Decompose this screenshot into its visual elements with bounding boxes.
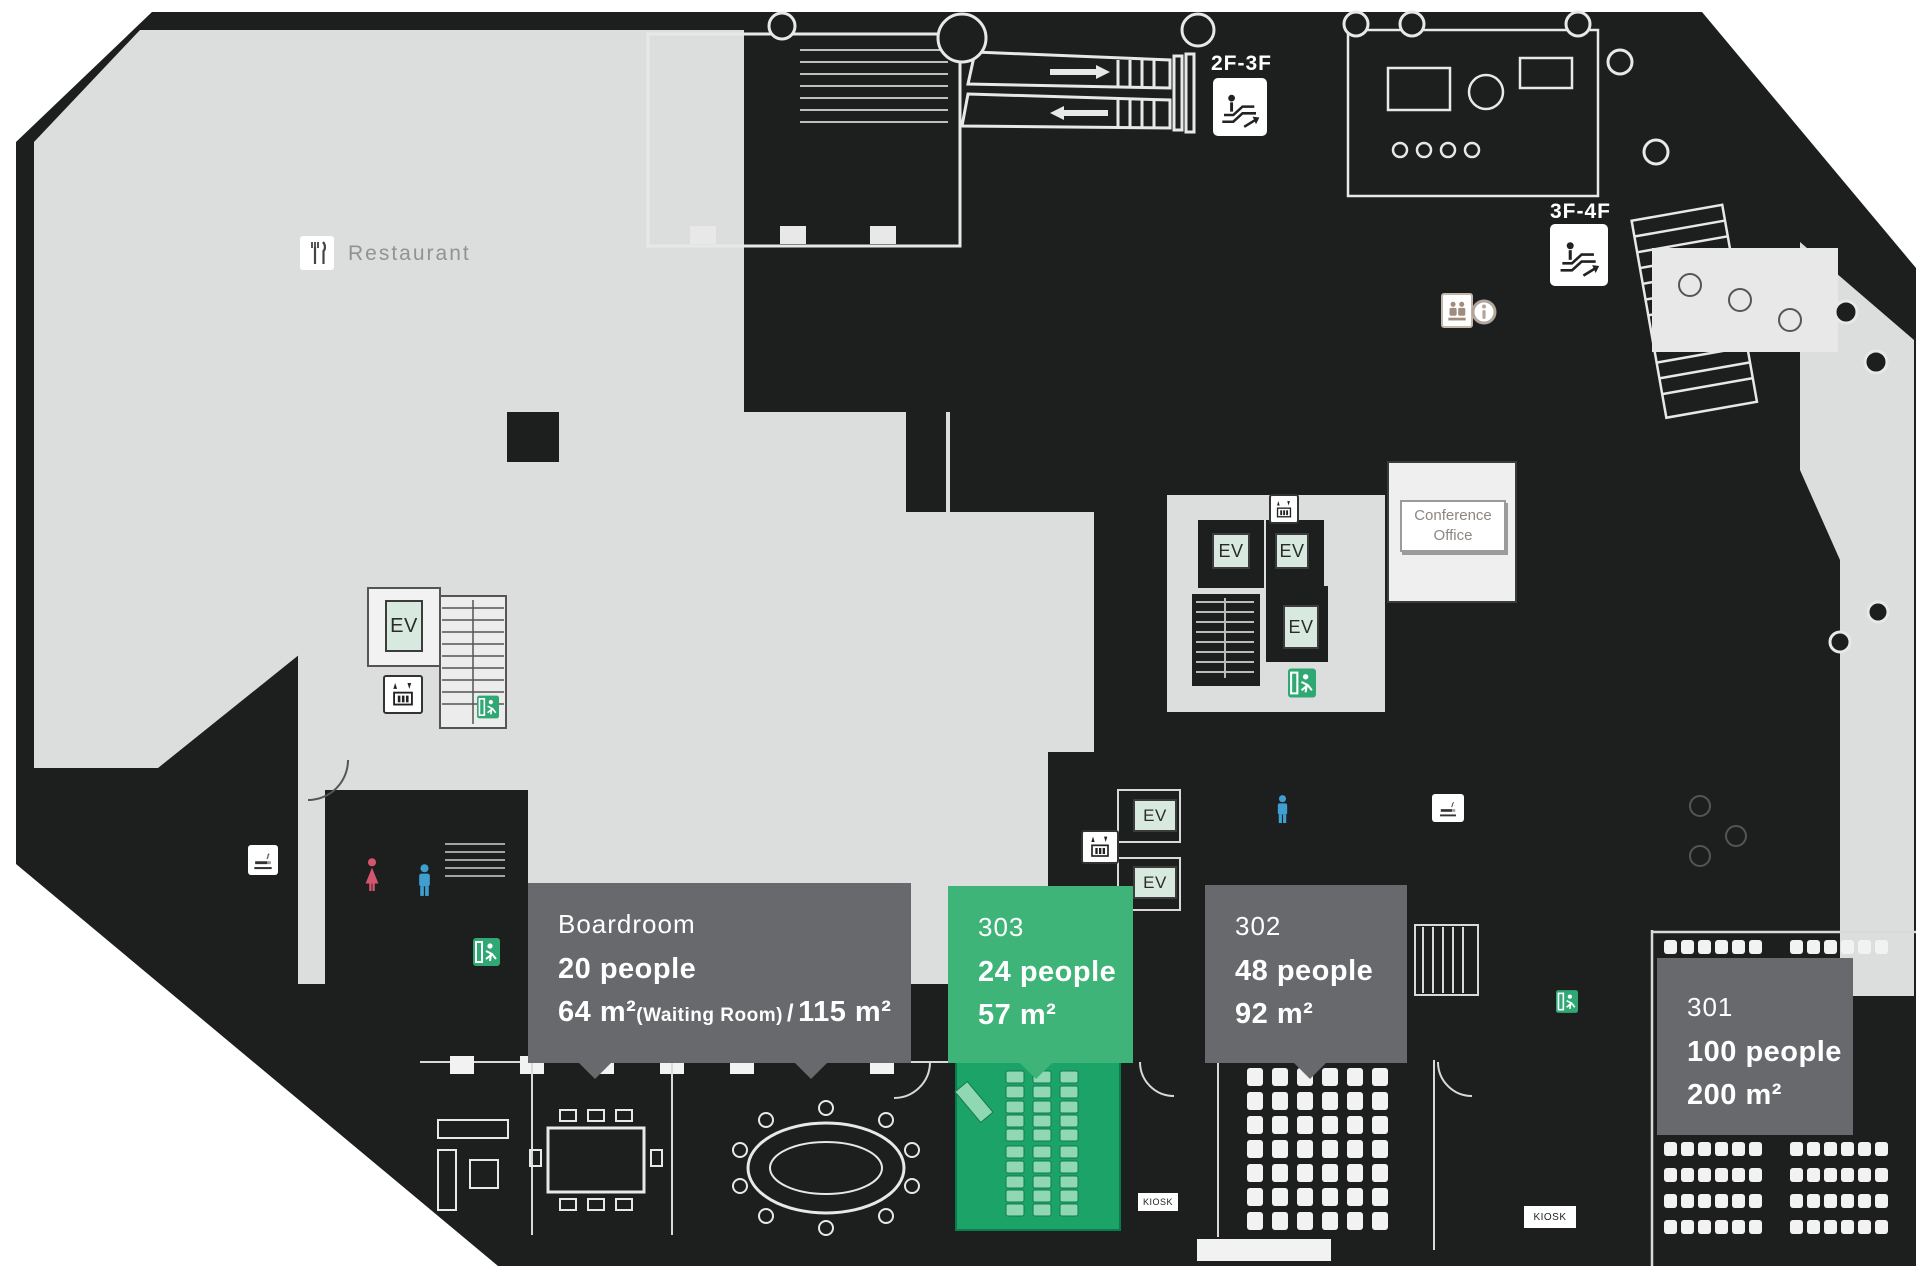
door-arcs [307, 759, 1473, 1099]
room-303-area: 57 m² [978, 999, 1057, 1031]
boardroom-area-main: 64 m² [558, 996, 637, 1028]
boardroom-tooltip[interactable]: Boardroom 20 people 64 m²(Waiting Room)/… [528, 883, 911, 1079]
elevator-icon [1081, 830, 1119, 864]
ev-left[interactable]: EV [385, 600, 423, 652]
room-302-name: 302 [1235, 911, 1282, 941]
elevator-icon [1269, 494, 1299, 524]
function-room [646, 32, 962, 248]
ev-mid[interactable]: EV [1283, 605, 1319, 649]
cafe-tables [1678, 273, 1802, 867]
waiting-room-table [529, 1109, 663, 1211]
ev-label: EV [1143, 872, 1167, 892]
stairs-restroom-block [445, 843, 505, 877]
ev-shaft [1117, 857, 1181, 911]
wall-stub [507, 412, 559, 462]
ev-bottom-2[interactable]: EV [1133, 866, 1177, 899]
kiosk-sign-1[interactable]: KIOSK [1136, 1191, 1180, 1213]
room-302-area: 92 m² [1235, 998, 1314, 1030]
male-restroom-icon [1275, 795, 1290, 829]
tooltip-pointer [794, 1062, 828, 1079]
smoking-area-icon [1432, 794, 1464, 822]
room-303-tooltip[interactable]: 303 24 people 57 m² [948, 886, 1133, 1079]
boardroom-area-sep: / [786, 1000, 795, 1027]
boardroom-table [732, 1100, 920, 1236]
room-301-tooltip[interactable]: 301 100 people 200 m² [1657, 958, 1853, 1135]
ev-label: EV [1218, 540, 1244, 561]
right-terrace-floor [1800, 242, 1914, 996]
ev-label: EV [1279, 540, 1305, 561]
cloakroom-icon [1441, 293, 1473, 328]
exit-icon [1556, 990, 1578, 1018]
boardroom-area-note: (Waiting Room) [636, 1005, 783, 1026]
meeting-room-top-right [1346, 28, 1600, 198]
kiosk-sign-2[interactable]: KIOSK [1522, 1204, 1578, 1230]
room-301[interactable] [1650, 930, 1916, 1266]
room-303-capacity: 24 people [978, 956, 1117, 988]
tooltip-pointer [578, 1062, 612, 1079]
exit-icon [1288, 668, 1316, 703]
smoking-area-icon [248, 845, 278, 875]
kiosk-counter [1195, 1237, 1333, 1263]
stairs-top-right [1630, 203, 1759, 420]
conference-office-line1: Conference [1414, 506, 1492, 524]
exit-icon [477, 695, 499, 724]
ev-label: EV [1288, 616, 1314, 637]
boardroom-name: Boardroom [558, 909, 696, 939]
restaurant-floor [34, 30, 744, 768]
boardroom-area-total: 115 m² [798, 996, 892, 1028]
restaurant-label: Restaurant [348, 242, 471, 265]
room-301-name: 301 [1687, 992, 1734, 1022]
wall-stub [906, 412, 946, 512]
columns [767, 10, 1890, 654]
escalator-2f3f-icon[interactable] [1213, 78, 1267, 136]
lounge-furniture [437, 1119, 509, 1211]
room-303-name: 303 [978, 912, 1025, 942]
escalator-bank [960, 50, 1196, 134]
tooltip-pointer [1019, 1062, 1053, 1079]
tooltip-pointer [1293, 1062, 1327, 1079]
conference-office-label: Conference Office [1400, 500, 1506, 552]
boardroom-area: 64 m²(Waiting Room)/115 m² [558, 996, 911, 1029]
room-302-tooltip[interactable]: 302 48 people 92 m² [1205, 885, 1407, 1079]
room-301-area: 200 m² [1687, 1079, 1782, 1111]
ev-top-2[interactable]: EV [1275, 533, 1309, 569]
stairs-right-of-302 [1414, 924, 1479, 996]
male-restroom-icon [416, 864, 433, 902]
kiosk-label: KIOSK [1142, 1197, 1173, 1207]
ev-top-1[interactable]: EV [1212, 533, 1250, 569]
ev-label: EV [1143, 805, 1167, 825]
kiosk-label: KIOSK [1533, 1211, 1567, 1223]
information-icon [1471, 299, 1497, 330]
boardroom-capacity: 20 people [558, 953, 697, 985]
ev-label: EV [390, 614, 418, 637]
escalator-3f4f-label: 3F-4F [1550, 200, 1612, 223]
room-302[interactable] [1217, 1060, 1435, 1250]
room-301-capacity: 100 people [1687, 1036, 1842, 1068]
elevator-icon [383, 675, 423, 714]
restaurant-icon [300, 236, 334, 270]
room-302-capacity: 48 people [1235, 955, 1374, 987]
escalator-3f4f-icon[interactable] [1550, 224, 1608, 286]
female-restroom-icon [363, 858, 381, 897]
escalator-2f3f-label: 2F-3F [1211, 52, 1273, 75]
ev-bottom-1[interactable]: EV [1133, 799, 1177, 832]
ev-shaft [1117, 789, 1181, 843]
conference-office-line2: Office [1433, 527, 1473, 544]
stairs-mid [1196, 598, 1254, 678]
exit-icon [473, 938, 500, 971]
